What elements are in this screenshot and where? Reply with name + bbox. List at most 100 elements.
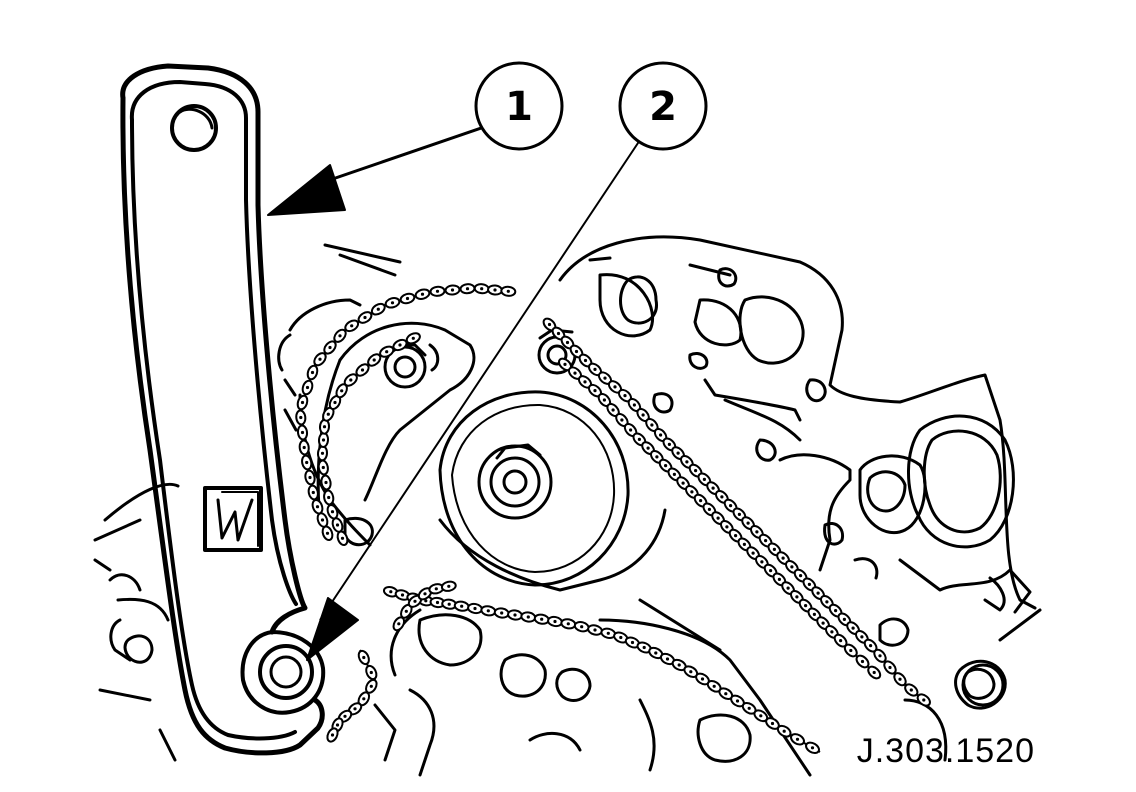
chain-pin bbox=[821, 621, 825, 625]
chain-pin bbox=[842, 617, 847, 622]
chain-pin bbox=[786, 586, 790, 590]
chain-pin bbox=[353, 707, 357, 711]
chain-pin bbox=[620, 418, 624, 422]
chain-pin bbox=[737, 512, 742, 517]
chain-pin bbox=[349, 378, 353, 382]
chain-pin bbox=[299, 415, 303, 420]
chain-pin bbox=[769, 569, 773, 573]
chain-pin bbox=[573, 371, 577, 375]
chain-pin bbox=[424, 599, 428, 603]
chain-pin bbox=[724, 692, 728, 696]
chain-pin bbox=[782, 729, 786, 733]
chain-pin bbox=[335, 523, 340, 527]
chain-pin bbox=[360, 368, 365, 372]
chain-pin bbox=[655, 455, 659, 459]
chain-pin bbox=[363, 315, 367, 320]
chain-pin bbox=[888, 665, 892, 670]
chain-pin bbox=[340, 536, 345, 540]
chain-pin bbox=[646, 446, 650, 450]
chain-pin bbox=[343, 714, 347, 718]
chain-pin bbox=[593, 367, 597, 371]
chain-pin bbox=[400, 593, 405, 597]
chain-pin bbox=[369, 670, 373, 675]
chain-pin bbox=[602, 398, 607, 402]
chain-pin bbox=[830, 630, 834, 634]
chain-pin bbox=[563, 362, 567, 366]
chain-pin bbox=[755, 530, 759, 534]
chain-pin bbox=[583, 380, 587, 384]
chain-pin bbox=[825, 600, 829, 604]
chain-pin bbox=[411, 336, 415, 340]
chain-pin bbox=[593, 628, 597, 632]
chain-pin bbox=[310, 370, 315, 375]
chain-pin bbox=[772, 547, 777, 552]
chain-pin bbox=[300, 430, 305, 435]
chain-pin bbox=[435, 289, 440, 293]
chain-pin bbox=[340, 389, 344, 393]
chain-pin bbox=[751, 551, 755, 555]
chain-pin bbox=[699, 499, 703, 503]
chain-pin bbox=[860, 635, 864, 639]
chain-pin bbox=[735, 699, 740, 703]
timing-chains bbox=[295, 283, 931, 755]
chain-pin bbox=[500, 611, 504, 615]
chain-pin bbox=[630, 640, 635, 645]
chain-pin bbox=[321, 438, 326, 442]
chain-pin bbox=[689, 670, 693, 674]
chain-pin bbox=[781, 556, 785, 560]
chain-pin bbox=[702, 477, 707, 481]
chain-pin bbox=[672, 472, 677, 476]
chain-pin bbox=[711, 486, 715, 490]
chain-pin bbox=[326, 412, 330, 416]
chain-pin bbox=[641, 413, 645, 417]
chain-pin bbox=[681, 481, 685, 485]
tensioner-tool bbox=[120, 63, 326, 756]
chain-pin bbox=[685, 460, 689, 464]
chain-pin bbox=[420, 292, 425, 296]
callout-1-label: 1 bbox=[505, 84, 533, 130]
chain-pin bbox=[556, 331, 561, 336]
chain-pin bbox=[760, 560, 764, 564]
chain-pin bbox=[603, 376, 607, 380]
chain-pin bbox=[665, 657, 670, 661]
chain-pin bbox=[716, 516, 720, 520]
chain-pin bbox=[613, 385, 617, 389]
chain-pin bbox=[362, 655, 366, 660]
chain-pin bbox=[790, 565, 794, 569]
chain-pin bbox=[318, 357, 322, 361]
chain-pin bbox=[493, 288, 497, 292]
chain-pin bbox=[362, 697, 366, 701]
chain-pin bbox=[330, 733, 335, 737]
chain-pin bbox=[810, 746, 815, 750]
chain-pin bbox=[677, 663, 681, 667]
chain-pin bbox=[734, 534, 738, 538]
chain-pin bbox=[632, 403, 637, 407]
chain-pin bbox=[372, 358, 376, 362]
chain-pin bbox=[322, 425, 327, 429]
chain-pin bbox=[869, 644, 873, 648]
chain-pin bbox=[654, 651, 658, 655]
chain-pin bbox=[338, 334, 342, 338]
callout-1-arrow bbox=[267, 123, 491, 216]
chain-pin bbox=[423, 592, 427, 596]
chain-pin bbox=[324, 480, 328, 485]
chain-pin bbox=[746, 521, 750, 525]
chain-pin bbox=[434, 587, 438, 591]
chain-pin bbox=[311, 490, 315, 495]
chain-pin bbox=[315, 505, 320, 509]
chain-pin bbox=[898, 677, 902, 681]
chain-pin bbox=[553, 619, 557, 624]
chain-pin bbox=[707, 507, 712, 511]
chain-pin bbox=[872, 670, 876, 675]
chain-pin bbox=[619, 635, 623, 640]
engine-block-outline bbox=[93, 235, 1042, 777]
chain-pin bbox=[325, 531, 330, 535]
chain-pin bbox=[320, 518, 325, 522]
chain-pin bbox=[777, 577, 782, 582]
camshaft-sprocket bbox=[438, 390, 630, 587]
chain-pin bbox=[335, 723, 340, 727]
chain-pin bbox=[676, 451, 680, 455]
chain-pin bbox=[506, 289, 510, 293]
chain-pin bbox=[308, 475, 312, 480]
